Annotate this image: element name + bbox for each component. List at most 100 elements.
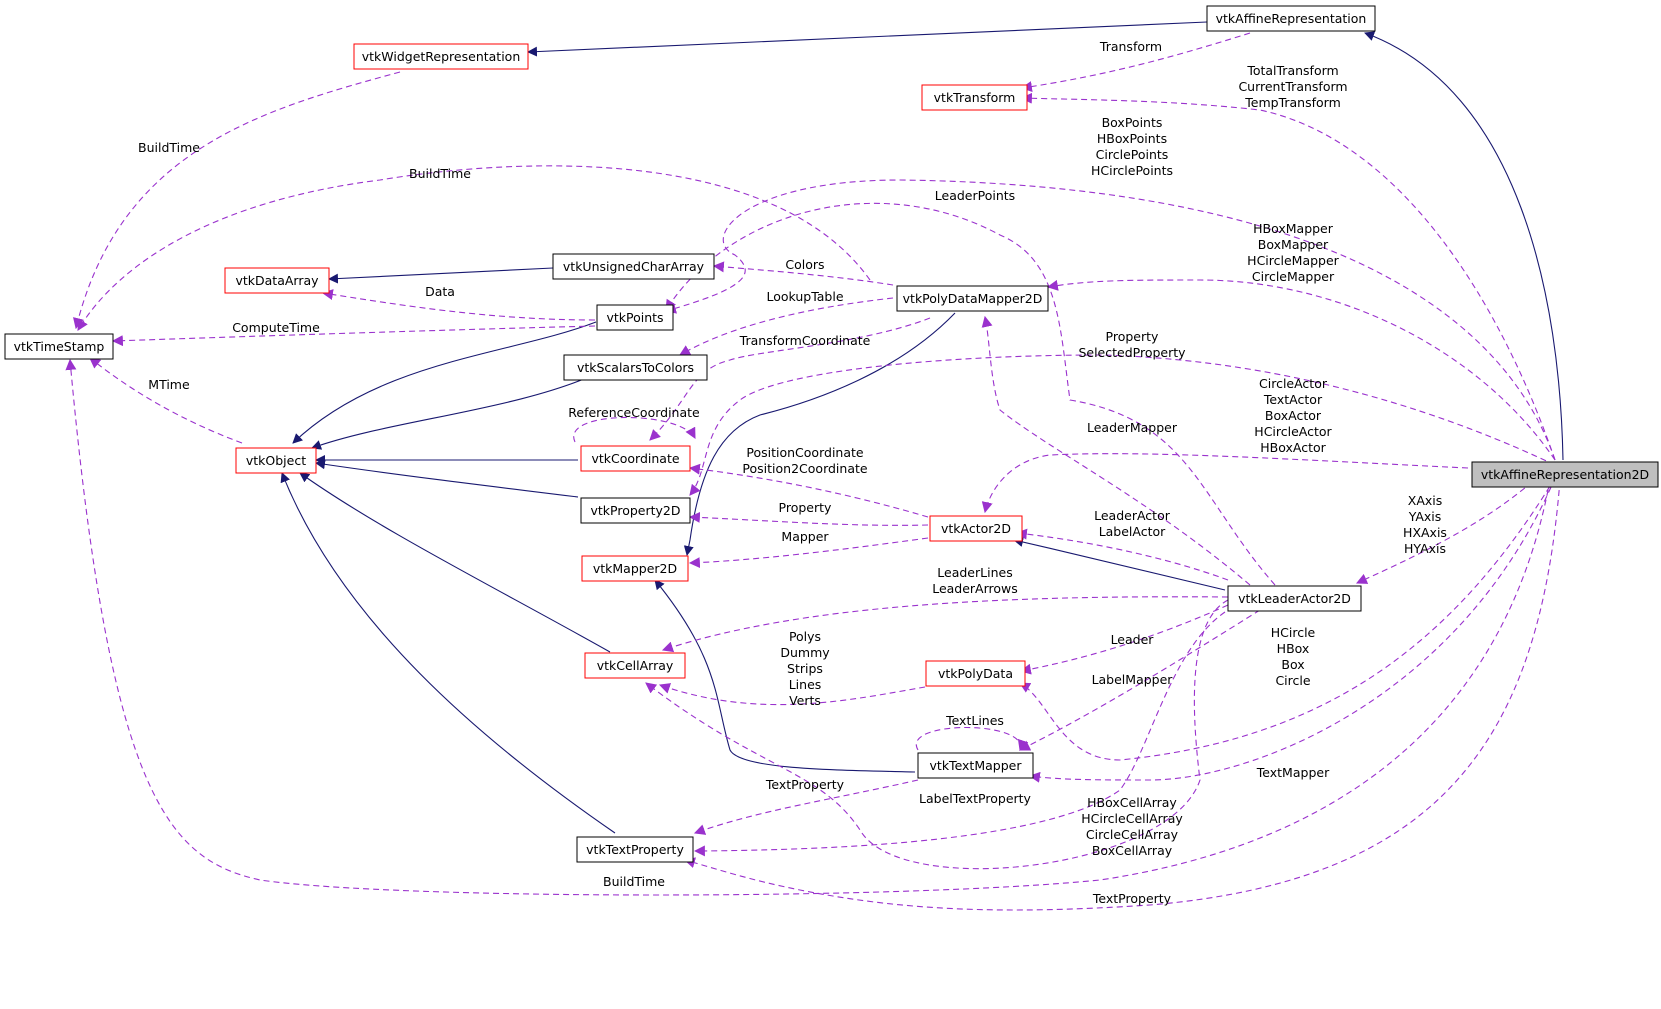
node-vtkpolydatamapper2d[interactable]: vtkPolyDataMapper2D [896, 285, 1049, 312]
edge-use-buildtime-textproperty [65, 358, 1551, 896]
edge-use-leader-lines [661, 596, 1229, 653]
edge-use-circle-actor [981, 453, 1469, 514]
edge-inherit-object-points [292, 321, 597, 444]
edge-label-line: Colors [785, 257, 824, 272]
node-vtktextmapper[interactable]: vtkTextMapper [917, 752, 1034, 779]
node-vtkactor2d[interactable]: vtkActor2D [929, 515, 1023, 542]
edge-label-line: Mapper [781, 529, 829, 544]
edge-label-line: CirclePoints [1096, 147, 1169, 162]
edge-label-line: HYAxis [1404, 541, 1446, 556]
edge-label-mtime: MTime [148, 377, 190, 392]
edge-label-compute-time: ComputeTime [232, 320, 320, 335]
svg-text:vtkTextProperty: vtkTextProperty [586, 842, 684, 857]
svg-text:vtkUnsignedCharArray: vtkUnsignedCharArray [563, 259, 705, 274]
svg-text:vtkDataArray: vtkDataArray [235, 273, 319, 288]
edge-label-buildtime-2: BuildTime [409, 166, 471, 181]
svg-text:vtkProperty2D: vtkProperty2D [590, 503, 680, 518]
edge-label-line: Dummy [780, 645, 830, 660]
edge-label-line: BuildTime [138, 140, 200, 155]
node-vtktransform[interactable]: vtkTransform [921, 84, 1028, 111]
edge-inherit-object-textproperty [280, 472, 616, 834]
node-vtkwidgetrepresentation[interactable]: vtkWidgetRepresentation [353, 43, 529, 70]
edge-label-transform: Transform [1099, 39, 1162, 54]
edge-use-hbox-mapper [1046, 279, 1556, 461]
node-vtkcoordinate[interactable]: vtkCoordinate [580, 445, 691, 472]
svg-text:vtkAffineRepresentation2D: vtkAffineRepresentation2D [1481, 467, 1649, 482]
edge-label-property: Property [779, 500, 832, 515]
edge-label-line: BoxPoints [1102, 115, 1163, 130]
edge-label-line: SelectedProperty [1078, 345, 1186, 360]
svg-text:vtkAffineRepresentation: vtkAffineRepresentation [1216, 11, 1367, 26]
node-vtkscalarstocolors[interactable]: vtkScalarsToColors [563, 354, 708, 381]
edge-label-line: Polys [789, 629, 821, 644]
edge-use-text-lines [915, 727, 1029, 752]
edge-label-line: HBoxActor [1260, 440, 1326, 455]
edge-label-line: HCircleCellArray [1081, 811, 1183, 826]
edge-label-line: HXAxis [1403, 525, 1447, 540]
node-vtkcellarray[interactable]: vtkCellArray [584, 652, 686, 679]
svg-text:vtkCoordinate: vtkCoordinate [591, 451, 679, 466]
node-vtktimestamp[interactable]: vtkTimeStamp [4, 333, 114, 360]
svg-text:vtkScalarsToColors: vtkScalarsToColors [577, 360, 694, 375]
edge-use-compute-time [111, 325, 596, 347]
edge-use-leader [1019, 604, 1229, 675]
edge-use-mtime [89, 357, 243, 444]
edge-label-line: LeaderActor [1094, 508, 1171, 523]
edge-label-line: LookupTable [766, 289, 843, 304]
svg-text:vtkPolyDataMapper2D: vtkPolyDataMapper2D [903, 291, 1043, 306]
edge-label-line: PositionCoordinate [746, 445, 864, 460]
edge-label-line: HCircleMapper [1247, 253, 1340, 268]
edge-label-line: HCircle [1271, 625, 1316, 640]
node-vtkpoints[interactable]: vtkPoints [596, 304, 674, 331]
edge-label-text-lines: TextLines [945, 713, 1004, 728]
edge-label-line: BoxCellArray [1092, 843, 1173, 858]
node-vtkobject[interactable]: vtkObject [235, 447, 317, 474]
node-vtkleaderactor2d[interactable]: vtkLeaderActor2D [1227, 585, 1362, 612]
edge-use-text-property-textmapper [693, 779, 919, 835]
edge-use-label-text-property [693, 611, 1226, 857]
edges [65, 21, 1564, 911]
node-vtktextproperty[interactable]: vtkTextProperty [576, 836, 694, 863]
edge-label-line: Data [425, 284, 455, 299]
node-vtkaffinerepresentation2d[interactable]: vtkAffineRepresentation2D [1471, 461, 1659, 488]
edge-label-line: LeaderMapper [1087, 420, 1178, 435]
edge-label-colors: Colors [785, 257, 824, 272]
edge-use-transform [1020, 32, 1251, 92]
svg-text:vtkTransform: vtkTransform [934, 90, 1016, 105]
edge-label-leader: Leader [1111, 632, 1155, 647]
edge-label-line: Box [1281, 657, 1304, 672]
node-vtkunsignedchararray[interactable]: vtkUnsignedCharArray [552, 253, 715, 280]
node-vtkaffinerepresentation[interactable]: vtkAffineRepresentation [1206, 5, 1376, 32]
edge-inherit-widgetrep-affinerep [527, 21, 1208, 57]
edge-label-line: Strips [787, 661, 823, 676]
edge-label-line: HCirclePoints [1091, 163, 1173, 178]
edge-inherit-mapper2d-textmapper [654, 579, 916, 773]
edge-label-line: Circle [1275, 673, 1310, 688]
edge-label-line: BoxMapper [1258, 237, 1329, 252]
node-vtkdataarray[interactable]: vtkDataArray [224, 267, 330, 294]
edge-label-line: TextLines [945, 713, 1004, 728]
svg-text:vtkPoints: vtkPoints [606, 310, 663, 325]
svg-text:vtkTimeStamp: vtkTimeStamp [14, 339, 105, 354]
edge-use-hbox-cell-array [645, 599, 1229, 870]
node-vtkmapper2d[interactable]: vtkMapper2D [581, 555, 689, 582]
edge-label-line: BoxActor [1265, 408, 1322, 423]
edge-use-hcircle [1019, 477, 1556, 761]
edge-inherit-affinerep-affinerep2d [1364, 31, 1564, 461]
svg-text:vtkPolyData: vtkPolyData [938, 666, 1013, 681]
edge-label-line: Property [779, 500, 832, 515]
edge-use-buildtime-widgetrep [73, 71, 401, 330]
node-vtkpolydata[interactable]: vtkPolyData [925, 660, 1026, 687]
edge-label-line: ReferenceCoordinate [568, 405, 700, 420]
edge-label-line: HBox [1277, 641, 1310, 656]
edge-label-line: HCircleActor [1254, 424, 1332, 439]
edge-label-mapper: Mapper [781, 529, 829, 544]
node-vtkproperty2d[interactable]: vtkProperty2D [580, 497, 691, 524]
